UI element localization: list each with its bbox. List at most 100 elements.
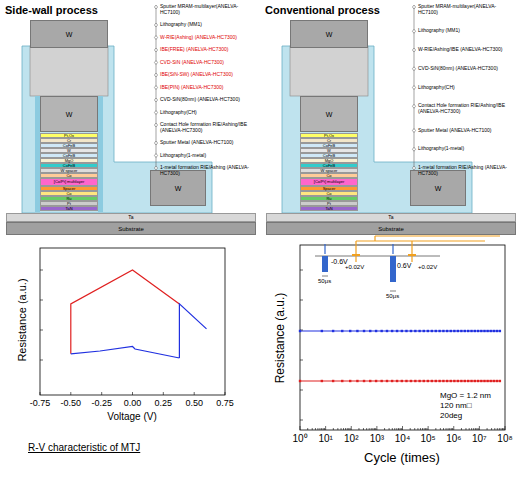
- data-marker: [457, 380, 459, 382]
- process-step: Lithography(1-metal): [160, 153, 254, 159]
- flow-marker: [412, 147, 415, 151]
- tick-label: 10⁰: [292, 433, 307, 444]
- data-marker: [380, 380, 382, 382]
- data-marker: [450, 380, 452, 382]
- axis-tick: [341, 428, 342, 430]
- data-marker: [414, 330, 416, 332]
- layer-label: CoFeB: [63, 144, 75, 148]
- axis-tick: [469, 428, 470, 430]
- axis-tick: [350, 428, 351, 430]
- layer-label: W: [66, 111, 73, 118]
- flow-marker: [412, 48, 415, 52]
- axis-tick: [440, 428, 441, 430]
- layer-label: W: [175, 185, 182, 192]
- axis-tick: [449, 428, 450, 430]
- data-marker: [321, 330, 323, 332]
- process-step: Sputter Metal (ANELVA-HC7100): [160, 140, 254, 146]
- tick-label: 0.00: [124, 399, 142, 409]
- data-marker: [435, 380, 437, 382]
- axis-tick: [392, 428, 393, 430]
- base-layer: Substrate: [266, 222, 516, 235]
- axis-tick: [502, 428, 503, 430]
- process-step: IBE(FREE) (ANELVA-HC7300): [160, 47, 254, 53]
- axis-tick: [307, 428, 308, 430]
- axis-tick: [491, 428, 492, 430]
- data-marker: [435, 330, 437, 332]
- data-marker: [396, 330, 398, 332]
- data-marker: [410, 330, 412, 332]
- drawing-part: [408, 254, 416, 256]
- axis-tick: [384, 428, 385, 430]
- axis-tick: [312, 428, 313, 430]
- axis-tick: [461, 428, 462, 430]
- data-marker: [477, 330, 479, 332]
- data-marker: [423, 380, 425, 382]
- drawing-part: [356, 236, 500, 262]
- stack-layer: TaN: [300, 206, 358, 211]
- axis-tick: [476, 428, 477, 430]
- flow-marker: [412, 5, 415, 9]
- data-marker: [442, 330, 444, 332]
- layer-label: TaN: [325, 207, 332, 211]
- data-marker: [486, 330, 488, 332]
- axis-tick: [473, 428, 474, 430]
- axis-tick: [425, 428, 426, 430]
- layer-label: W: [326, 111, 333, 118]
- flow-marker: [154, 36, 157, 40]
- data-marker: [480, 380, 482, 382]
- data-marker: [386, 380, 388, 382]
- tick-label: 10³: [370, 433, 384, 444]
- layer-label: Pt,Ox: [64, 134, 74, 138]
- process-step: CVD-SiN (ANELVA-HC7300): [160, 60, 254, 66]
- data-marker: [321, 380, 323, 382]
- data-marker: [427, 330, 429, 332]
- layer-label: TaN: [65, 207, 72, 211]
- axis-tick: [420, 428, 421, 430]
- drawing-part: [322, 276, 396, 291]
- tick-label: 10⁴: [395, 433, 410, 444]
- process-step: Lithography(CH): [160, 110, 254, 116]
- axis-tick: [448, 428, 449, 430]
- process-step: W-RIE(Ashing) (ANELVA-HC7300): [160, 35, 254, 41]
- process-step: Sputter MRAM-multilayer(ANELVA-HC7100): [418, 4, 512, 15]
- metal-block: W: [300, 96, 358, 132]
- layer-label: CoFeB: [63, 154, 75, 158]
- layer-label: Pt: [67, 202, 71, 206]
- layer-label: Ta: [388, 215, 393, 220]
- axis-tick: [417, 428, 418, 430]
- data-marker: [464, 380, 466, 382]
- layer-label: W: [435, 185, 442, 192]
- layer-label: MgO: [65, 159, 74, 163]
- annotation: 120 nm□: [440, 402, 472, 411]
- layer-label: CoFeB: [323, 144, 335, 148]
- axis-tick: [333, 428, 334, 430]
- axis-tick: [376, 426, 377, 430]
- axis-tick: [321, 428, 322, 430]
- data-marker: [453, 380, 455, 382]
- layer-label: Pt,Ox: [324, 134, 334, 138]
- metal-block: W: [30, 20, 108, 48]
- axis-tick: [452, 428, 453, 430]
- axis-tick: [451, 428, 452, 430]
- flow-marker: [154, 111, 157, 115]
- drawing-part: [322, 256, 328, 272]
- layer-label: [Co/Pt] multilayer: [314, 180, 344, 184]
- axis-tick: [414, 428, 415, 430]
- layer-label: Co: [66, 174, 71, 178]
- base-layer: Substrate: [6, 222, 256, 235]
- data-marker: [401, 330, 403, 332]
- axis-tick: [471, 428, 472, 430]
- data-marker: [363, 330, 365, 332]
- layer-label: W spacer: [321, 169, 338, 173]
- data-marker: [470, 330, 472, 332]
- layer-label: Cr: [67, 139, 71, 143]
- data-marker: [496, 380, 498, 382]
- data-marker: [341, 380, 343, 382]
- layer-label: Ru: [66, 197, 71, 201]
- flow-marker: [412, 129, 415, 133]
- data-marker: [499, 330, 501, 332]
- tick-label: 10⁵: [420, 433, 435, 444]
- annotation: +0.02V: [345, 264, 364, 271]
- axis-tick: [494, 428, 495, 430]
